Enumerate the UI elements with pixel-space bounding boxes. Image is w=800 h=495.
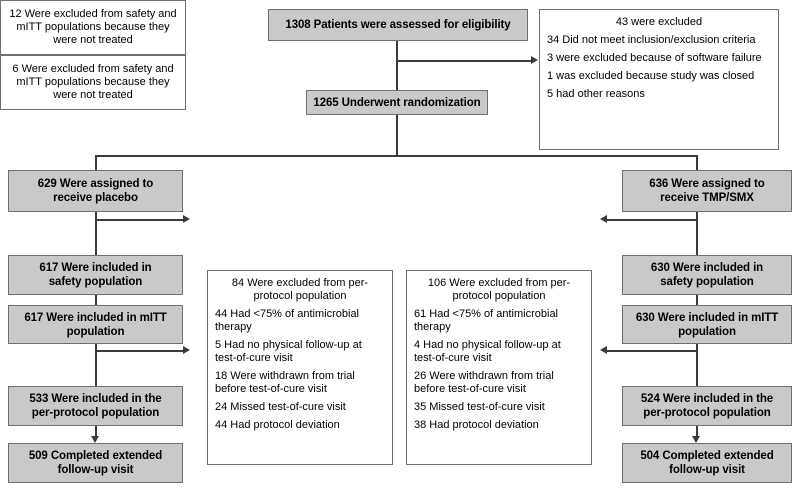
connector-tmpsmx-pp-to-completed bbox=[696, 425, 698, 438]
connector-assessed-to-randomized bbox=[396, 41, 398, 92]
node-tmpsmx-mitt-population: 630 Were included in mITT population bbox=[622, 305, 792, 344]
tmpsmx-safety-excluded-text: 6 Were excluded from safety and mITT pop… bbox=[12, 63, 174, 101]
node-underwent-randomization: 1265 Underwent randomization bbox=[306, 90, 488, 115]
placebo-assigned-line2: receive placebo bbox=[53, 192, 138, 204]
connector-randomized-down bbox=[396, 114, 398, 156]
placebo-completed-line1: 509 Completed extended bbox=[28, 450, 163, 462]
tmpsmx-safety-line2: safety population bbox=[660, 276, 754, 288]
connector-split-left bbox=[95, 155, 97, 171]
connector-placebo-mitt-to-pp bbox=[95, 343, 97, 388]
node-placebo-completed-followup: 509 Completed extended follow-up visit bbox=[8, 443, 183, 483]
placebo-pp-excluded-reason: 24 Missed test-of-cure visit bbox=[215, 401, 346, 413]
assessed-label: 1308 Patients were assessed for eligibil… bbox=[285, 19, 511, 31]
placebo-assigned-line1: 629 Were assigned to bbox=[37, 178, 154, 190]
placebo-pp-excluded-reason: 44 Had protocol deviation bbox=[215, 419, 340, 431]
arrow-to-excluded-top bbox=[531, 56, 538, 64]
tmpsmx-pp-line2: per-protocol population bbox=[643, 407, 771, 419]
node-placebo-mitt-population: 617 Were included in mITT population bbox=[8, 305, 183, 344]
placebo-pp-excluded-reason: 18 Were withdrawn from trial before test… bbox=[215, 370, 355, 395]
node-tmpsmx-assigned: 636 Were assigned to receive TMP/SMX bbox=[622, 170, 792, 212]
tmpsmx-assigned-line2: receive TMP/SMX bbox=[660, 192, 754, 204]
node-tmpsmx-pp-excluded: 106 Were excluded from per-protocol popu… bbox=[406, 270, 592, 465]
randomized-label: 1265 Underwent randomization bbox=[313, 96, 481, 109]
tmpsmx-pp-excluded-reason: 26 Were withdrawn from trial before test… bbox=[414, 370, 554, 395]
connector-assessed-to-excluded bbox=[396, 60, 532, 62]
connector-tmpsmx-assigned-to-safety bbox=[696, 212, 698, 256]
connector-tmpsmx-to-safety-excluded bbox=[607, 219, 697, 221]
connector-placebo-assigned-to-safety bbox=[95, 212, 97, 256]
connector-placebo-to-pp-excluded bbox=[95, 350, 184, 352]
node-tmpsmx-per-protocol-population: 524 Were included in the per-protocol po… bbox=[622, 386, 792, 426]
connector-placebo-safety-to-mitt bbox=[95, 295, 97, 306]
tmpsmx-mitt-line1: 630 Were included in mITT bbox=[635, 311, 779, 324]
placebo-pp-line2: per-protocol population bbox=[31, 407, 160, 419]
connector-placebo-pp-to-completed bbox=[95, 425, 97, 438]
placebo-safety-line2: safety population bbox=[48, 276, 143, 288]
connector-placebo-to-safety-excluded bbox=[95, 219, 184, 221]
placebo-pp-line1: 533 Were included in the bbox=[29, 393, 162, 405]
excluded-top-header: 43 were excluded bbox=[615, 16, 703, 28]
connector-tmpsmx-to-pp-excluded bbox=[607, 350, 697, 352]
tmpsmx-assigned-line1: 636 Were assigned to bbox=[649, 178, 765, 190]
arrow-to-tmpsmx-pp-excluded bbox=[600, 346, 607, 354]
node-tmpsmx-completed-followup: 504 Completed extended follow-up visit bbox=[622, 443, 792, 483]
tmpsmx-safety-line1: 630 Were included in bbox=[650, 262, 764, 274]
excluded-top-reason: 1 was excluded because study was closed bbox=[547, 70, 755, 82]
excluded-top-reason: 3 were excluded because of software fail… bbox=[547, 52, 762, 64]
placebo-pp-excluded-header: 84 Were excluded from per-protocol popul… bbox=[231, 277, 369, 302]
tmpsmx-mitt-line2: population bbox=[678, 325, 736, 338]
arrow-to-placebo-completed bbox=[91, 436, 99, 443]
connector-randomization-split bbox=[95, 155, 697, 157]
node-placebo-safety-excluded: 12 Were excluded from safety and mITT po… bbox=[0, 0, 186, 55]
tmpsmx-pp-excluded-reason: 35 Missed test-of-cure visit bbox=[414, 401, 545, 413]
arrow-to-placebo-pp-excluded bbox=[183, 346, 190, 354]
placebo-pp-excluded-reason: 44 Had <75% of antimicrobial therapy bbox=[215, 308, 359, 333]
node-placebo-assigned: 629 Were assigned to receive placebo bbox=[8, 170, 183, 212]
tmpsmx-pp-excluded-reason: 4 Had no physical follow-up at test-of-c… bbox=[414, 339, 561, 364]
placebo-pp-excluded-reason: 5 Had no physical follow-up at test-of-c… bbox=[215, 339, 362, 364]
tmpsmx-pp-excluded-reason: 38 Had protocol deviation bbox=[414, 419, 539, 431]
placebo-completed-line2: follow-up visit bbox=[57, 464, 134, 476]
node-tmpsmx-safety-excluded: 6 Were excluded from safety and mITT pop… bbox=[0, 55, 186, 110]
arrow-to-tmpsmx-completed bbox=[692, 436, 700, 443]
tmpsmx-pp-excluded-header: 106 Were excluded from per-protocol popu… bbox=[427, 277, 571, 302]
node-placebo-per-protocol-population: 533 Were included in the per-protocol po… bbox=[8, 386, 183, 426]
node-assessed-for-eligibility: 1308 Patients were assessed for eligibil… bbox=[268, 9, 528, 41]
tmpsmx-completed-line1: 504 Completed extended bbox=[640, 450, 774, 462]
arrow-to-tmpsmx-safety-excluded bbox=[600, 215, 607, 223]
tmpsmx-completed-line2: follow-up visit bbox=[669, 464, 745, 476]
node-placebo-safety-population: 617 Were included in safety population bbox=[8, 255, 183, 295]
connector-tmpsmx-safety-to-mitt bbox=[696, 295, 698, 306]
connector-split-right bbox=[696, 155, 698, 171]
connector-tmpsmx-mitt-to-pp bbox=[696, 343, 698, 388]
placebo-mitt-line1: 617 Were included in mITT bbox=[24, 311, 167, 324]
excluded-top-reason: 5 had other reasons bbox=[547, 88, 645, 100]
node-tmpsmx-safety-population: 630 Were included in safety population bbox=[622, 255, 792, 295]
placebo-safety-line1: 617 Were included in bbox=[39, 262, 152, 274]
node-excluded-top: 43 were excluded 34 Did not meet inclusi… bbox=[539, 9, 779, 150]
excluded-top-reason: 34 Did not meet inclusion/exclusion crit… bbox=[547, 34, 756, 46]
tmpsmx-pp-excluded-reason: 61 Had <75% of antimicrobial therapy bbox=[414, 308, 558, 333]
node-placebo-pp-excluded: 84 Were excluded from per-protocol popul… bbox=[207, 270, 393, 465]
placebo-safety-excluded-text: 12 Were excluded from safety and mITT po… bbox=[9, 8, 177, 46]
arrow-to-placebo-safety-excluded bbox=[183, 215, 190, 223]
tmpsmx-pp-line1: 524 Were included in the bbox=[640, 393, 774, 405]
placebo-mitt-line2: population bbox=[66, 325, 125, 338]
